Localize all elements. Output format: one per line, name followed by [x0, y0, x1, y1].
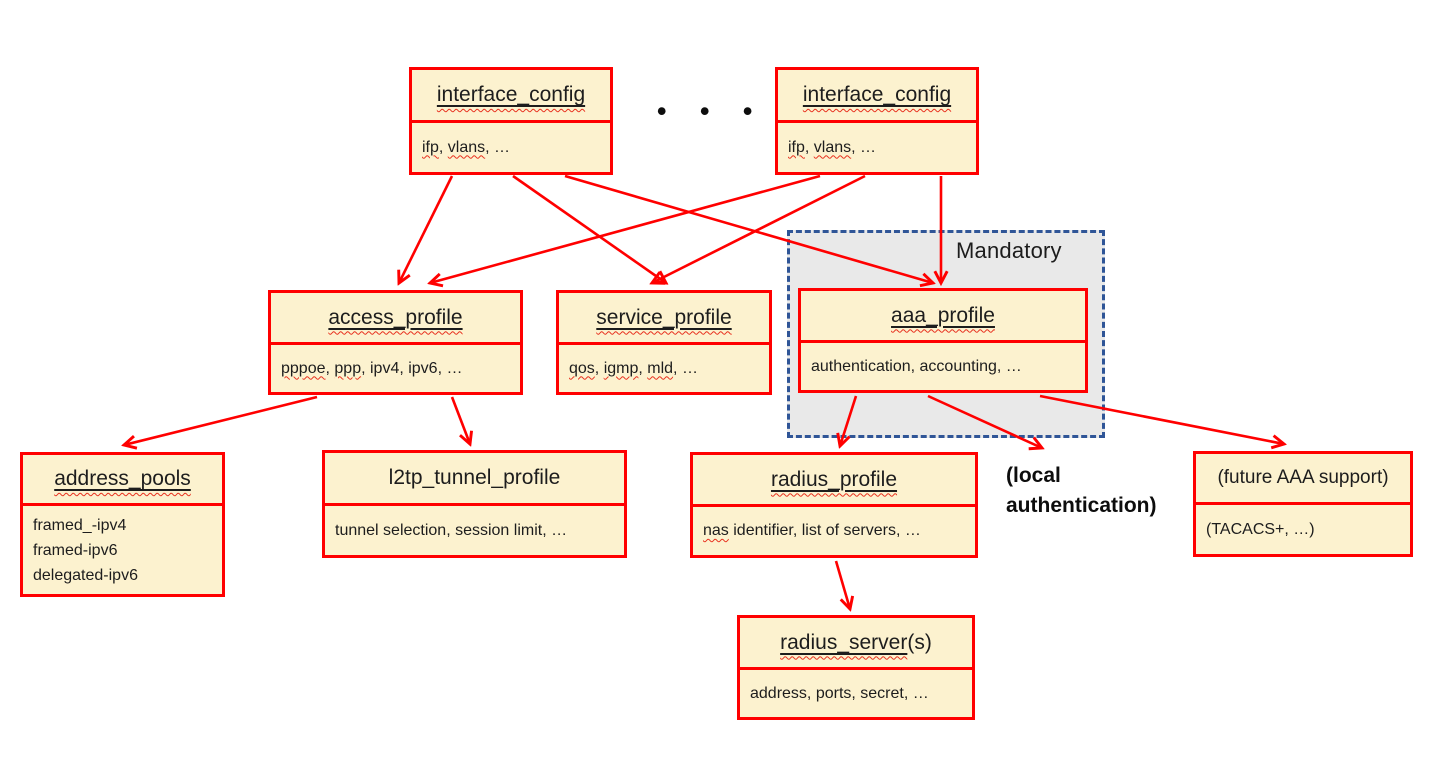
node-interface-config-right: interface_config ifp, vlans, …	[775, 67, 979, 175]
node-title: (future AAA support)	[1196, 454, 1410, 505]
node-title: interface_config	[778, 70, 976, 123]
arrow-aaa-profile-to-future-aaa-support	[1039, 394, 1284, 444]
node-body: authentication, accounting, …	[811, 357, 1022, 375]
arrow-ifc-left-to-aaa-profile	[564, 174, 933, 283]
node-future-aaa-support: (future AAA support) (TACACS+, …)	[1193, 451, 1413, 557]
arrow-ifc-left-to-service-profile	[512, 174, 666, 283]
node-title-text: access_profile	[328, 305, 463, 329]
node-title-text: address_pools	[54, 467, 191, 490]
arrow-aaa-profile-to-local-authentication	[927, 394, 1042, 448]
node-title: aaa_profile	[801, 291, 1085, 343]
node-service-profile: service_profile qos, igmp, mld, …	[556, 290, 772, 395]
node-title-text: radius_profile	[770, 467, 898, 491]
pool-line: delegated-ipv6	[33, 566, 138, 584]
arrow-ifc-right-to-access-profile	[430, 174, 821, 283]
node-body: framed_-ipv4 framed-ipv6 delegated-ipv6	[23, 506, 222, 597]
node-body: tunnel selection, session limit, …	[335, 521, 568, 539]
node-title-text: l2tp_tunnel_profile	[388, 466, 561, 489]
arrow-access-profile-to-address-pools	[124, 395, 318, 445]
node-l2tp-tunnel-profile: l2tp_tunnel_profile tunnel selection, se…	[322, 450, 627, 558]
node-title-text: aaa_profile	[891, 303, 995, 327]
node-title-text: service_profile	[596, 305, 732, 329]
node-title: radius_server(s)	[740, 618, 972, 670]
arrow-access-profile-to-l2tp-tunnel-profile	[450, 396, 470, 444]
pool-line: framed_-ipv4	[33, 517, 127, 534]
ellipsis-more-configs: • • •	[657, 96, 766, 126]
node-body: nas identifier, list of servers, …	[703, 522, 921, 539]
node-title: access_profile	[271, 293, 520, 345]
node-address-pools: address_pools framed_-ipv4 framed-ipv6 d…	[20, 452, 225, 597]
node-title-text: interface_config	[436, 83, 586, 106]
node-aaa-profile: aaa_profile authentication, accounting, …	[798, 288, 1088, 393]
node-title: service_profile	[559, 293, 769, 345]
node-interface-config-left: interface_config ifp, vlans, …	[409, 67, 613, 175]
mandatory-label: Mandatory	[956, 238, 1062, 263]
node-body: (TACACS+, …)	[1206, 520, 1315, 538]
node-title-text: interface_config	[802, 83, 952, 106]
arrow-ifc-right-to-service-profile	[652, 174, 866, 283]
node-body: address, ports, secret, …	[750, 684, 929, 702]
node-radius-profile: radius_profile nas identifier, list of s…	[690, 452, 978, 558]
arrow-ifc-left-to-access-profile	[399, 175, 454, 283]
node-title-suffix: (s)	[907, 630, 932, 654]
local-authentication-label: (local authentication)	[1006, 464, 1157, 518]
node-title: interface_config	[412, 70, 610, 123]
node-title-text: (future AAA support)	[1217, 467, 1389, 488]
pool-line: framed-ipv6	[33, 541, 118, 559]
arrow-radius-profile-to-radius-server	[834, 560, 850, 609]
node-title: address_pools	[23, 455, 222, 506]
node-title: l2tp_tunnel_profile	[325, 453, 624, 506]
node-radius-server: radius_server(s) address, ports, secret,…	[737, 615, 975, 720]
node-title: radius_profile	[693, 455, 975, 507]
node-body: qos, igmp, mld, …	[569, 359, 698, 377]
node-access-profile: access_profile pppoe, ppp, ipv4, ipv6, …	[268, 290, 523, 395]
node-title-text: radius_server	[780, 630, 908, 654]
node-body: ifp, vlans, …	[422, 138, 511, 156]
arrow-aaa-profile-to-radius-profile	[840, 395, 858, 446]
node-body: pppoe, ppp, ipv4, ipv6, …	[281, 359, 463, 377]
node-body: ifp, vlans, …	[788, 138, 877, 156]
